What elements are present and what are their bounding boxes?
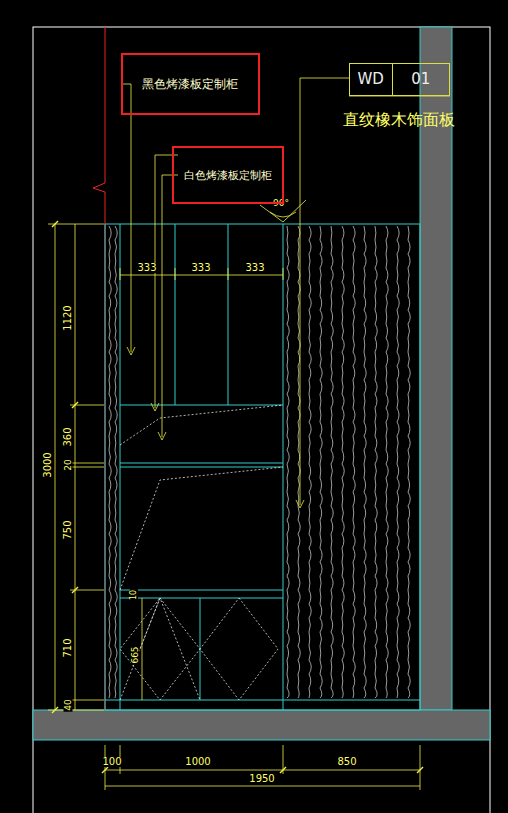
material-tag: WD01 [349, 63, 450, 96]
wood-grain [115, 226, 117, 698]
tag-text: WD [350, 64, 392, 95]
callout-text: 白色烤漆板定制柜 [174, 148, 282, 202]
dimension-text: 333 [136, 263, 157, 273]
dimension-text: 710 [63, 637, 73, 658]
wood-grain [309, 226, 311, 698]
material-note: 直纹橡木饰面板 [343, 112, 455, 128]
wood-grain [353, 226, 355, 698]
tag-text: 01 [392, 64, 449, 95]
dimension-text: 750 [63, 519, 73, 540]
dimension-text: 40 [64, 698, 73, 711]
wood-grain [386, 226, 388, 698]
dimension-text: 3000 [43, 451, 53, 478]
dimension-text: 333 [244, 263, 265, 273]
wood-grain [397, 226, 399, 698]
wood-grain [320, 226, 322, 698]
callout-box: 白色烤漆板定制柜 [172, 146, 284, 204]
dimension-text: 1950 [248, 774, 275, 784]
dimension-text: 100 [101, 757, 122, 767]
dimension-text: 1000 [184, 757, 211, 767]
callout-text: 黑色烤漆板定制柜 [123, 55, 258, 113]
dimension-text: 333 [190, 263, 211, 273]
wood-grain [364, 226, 366, 698]
dimension-text: 10 [130, 589, 138, 601]
dimension-text: 1120 [63, 304, 73, 331]
callout-box: 黑色烤漆板定制柜 [121, 53, 260, 115]
wood-grain [375, 226, 377, 698]
wood-grain [342, 226, 344, 698]
wood-grain [408, 226, 410, 698]
dimension-text: 360 [63, 426, 73, 447]
dimension-text: 20 [64, 458, 73, 471]
wood-grain [331, 226, 333, 698]
wood-grain [109, 226, 111, 698]
dimension-text: 850 [336, 757, 357, 767]
wood-grain [287, 226, 289, 698]
dimension-text: 665 [131, 645, 140, 664]
